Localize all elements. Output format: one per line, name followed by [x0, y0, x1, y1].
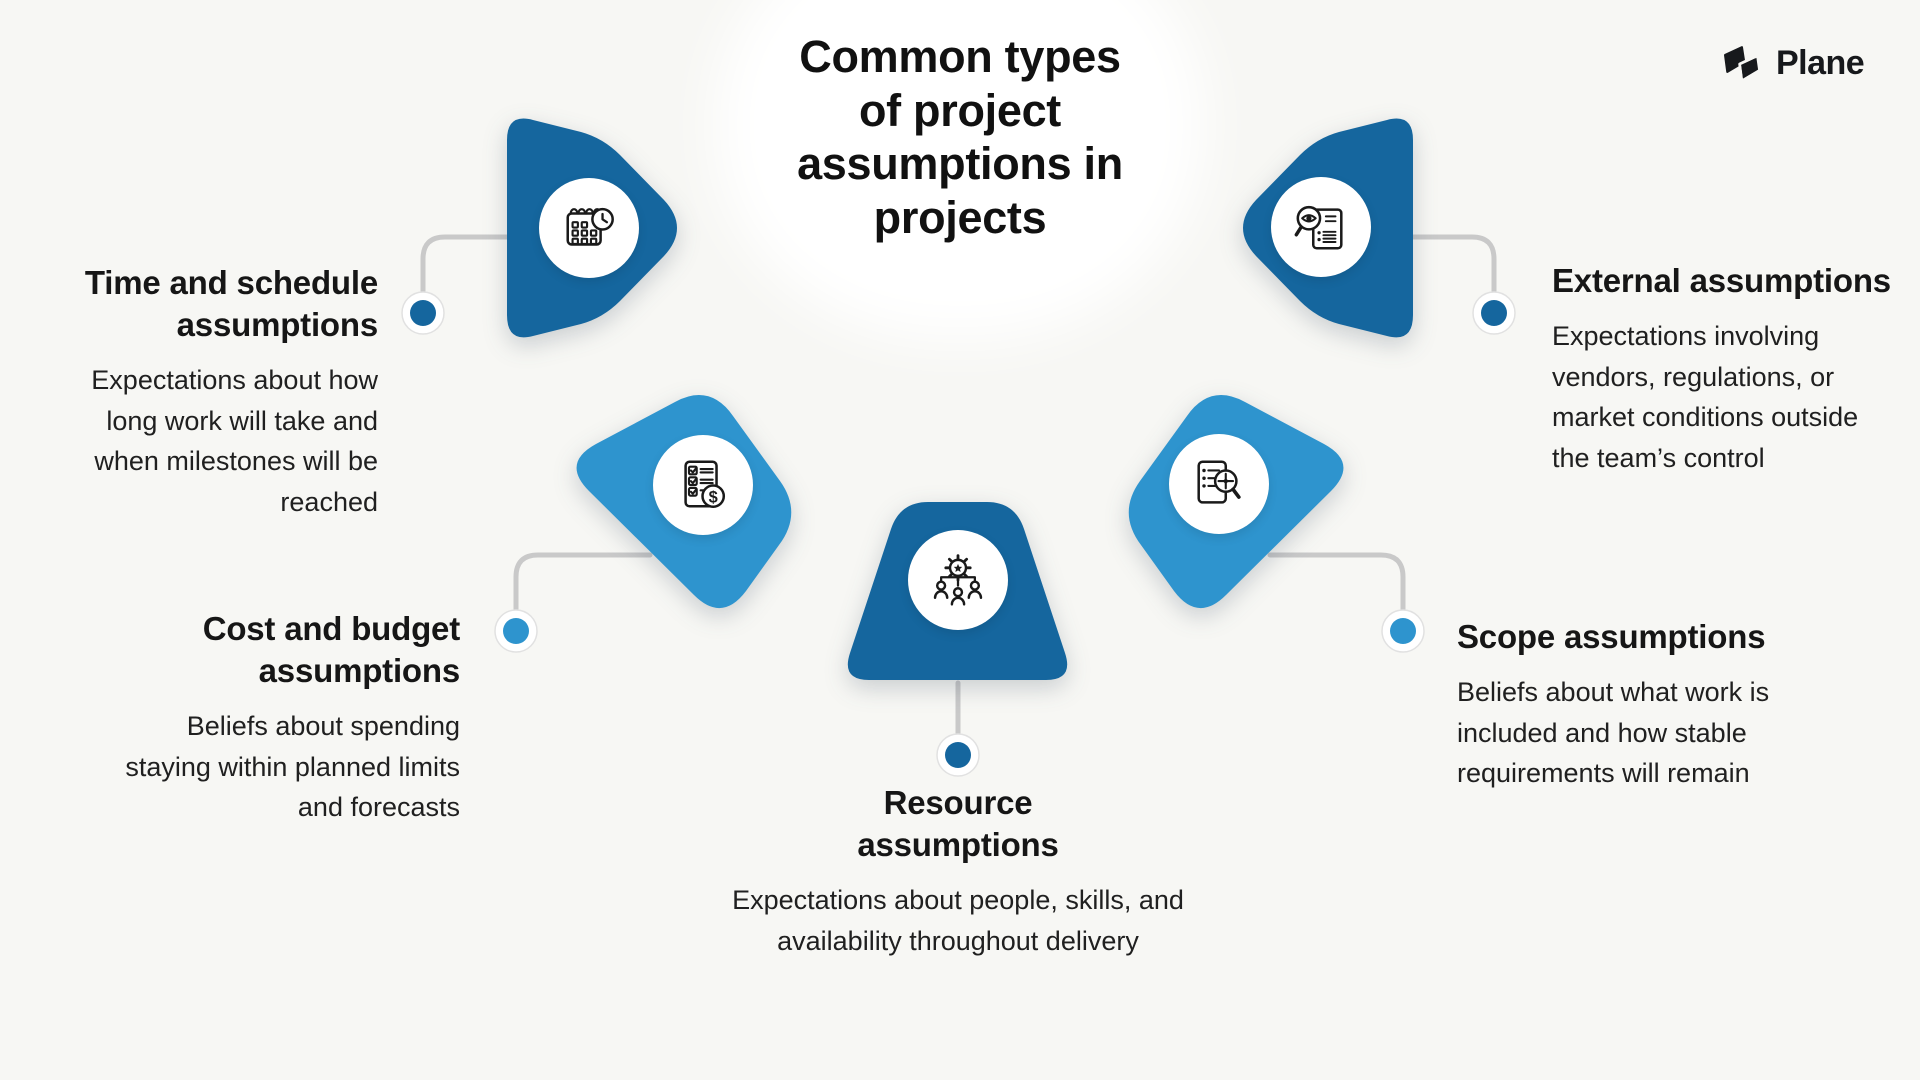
item-external-body: Expectations involving vendors, regulati…: [1552, 321, 1859, 473]
dot-scope: [1390, 618, 1416, 644]
icon-circle-resource: [908, 530, 1008, 630]
brand-logo: Plane: [1720, 44, 1865, 83]
item-resource-body: Expectations about people, skills, and a…: [732, 885, 1184, 956]
page-title: Common types of project assumptions in p…: [797, 31, 1123, 243]
item-external-text: External assumptions Expectations involv…: [1552, 260, 1897, 478]
icon-circle-external: [1271, 177, 1371, 277]
item-cost-text: Cost and budget assumptions Beliefs abou…: [120, 608, 460, 828]
svg-text:$: $: [709, 488, 718, 506]
item-external-heading: External assumptions: [1552, 262, 1891, 299]
item-time-body: Expectations about how long work will ta…: [91, 365, 378, 517]
connector-cost: [513, 552, 653, 612]
dot-resource: [945, 742, 971, 768]
item-resource-text: Resource assumptions Expectations about …: [698, 782, 1218, 961]
connector-scope: [1267, 552, 1406, 612]
connector-external: [1407, 234, 1497, 294]
item-time-heading: Time and schedule assumptions: [84, 264, 378, 344]
plane-logo-icon: [1724, 45, 1761, 82]
icon-circle-time: [539, 178, 639, 278]
dot-time: [410, 300, 436, 326]
team-gear-icon: [933, 554, 983, 606]
brand-name: Plane: [1776, 44, 1865, 82]
item-scope-text: Scope assumptions Beliefs about what wor…: [1457, 616, 1817, 794]
item-resource-heading: Resource assumptions: [857, 784, 1059, 864]
icon-circle-scope: [1169, 434, 1269, 534]
connector-time: [420, 234, 513, 294]
calendar-clock-icon: [566, 207, 614, 246]
item-scope-body: Beliefs about what work is included and …: [1457, 677, 1770, 789]
icon-circle-cost: $: [653, 435, 753, 535]
connector-dots: [401, 291, 1516, 777]
magnifier-eye-document-icon: [1294, 205, 1343, 250]
title-background-blob: [715, 0, 1205, 340]
dot-cost: [503, 618, 529, 644]
item-time-text: Time and schedule assumptions Expectatio…: [38, 262, 378, 522]
item-cost-body: Beliefs about spending staying within pl…: [125, 711, 460, 823]
item-cost-heading: Cost and budget assumptions: [202, 610, 461, 690]
dot-external: [1481, 300, 1507, 326]
document-target-magnifier-icon: [1197, 460, 1241, 504]
item-scope-heading: Scope assumptions: [1457, 618, 1766, 655]
checklist-dollar-icon: $: [684, 460, 726, 509]
